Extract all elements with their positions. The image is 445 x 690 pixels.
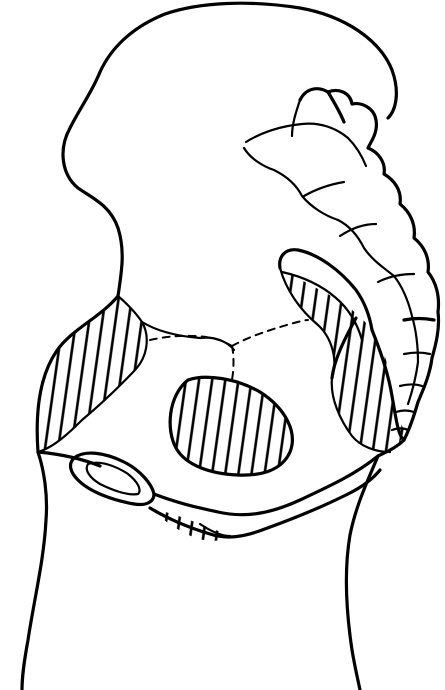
- dashed-lines: [150, 320, 308, 380]
- hatched-region-left: [30, 290, 160, 460]
- hatched-region-right: [275, 260, 410, 460]
- hatched-region-center: [160, 370, 300, 480]
